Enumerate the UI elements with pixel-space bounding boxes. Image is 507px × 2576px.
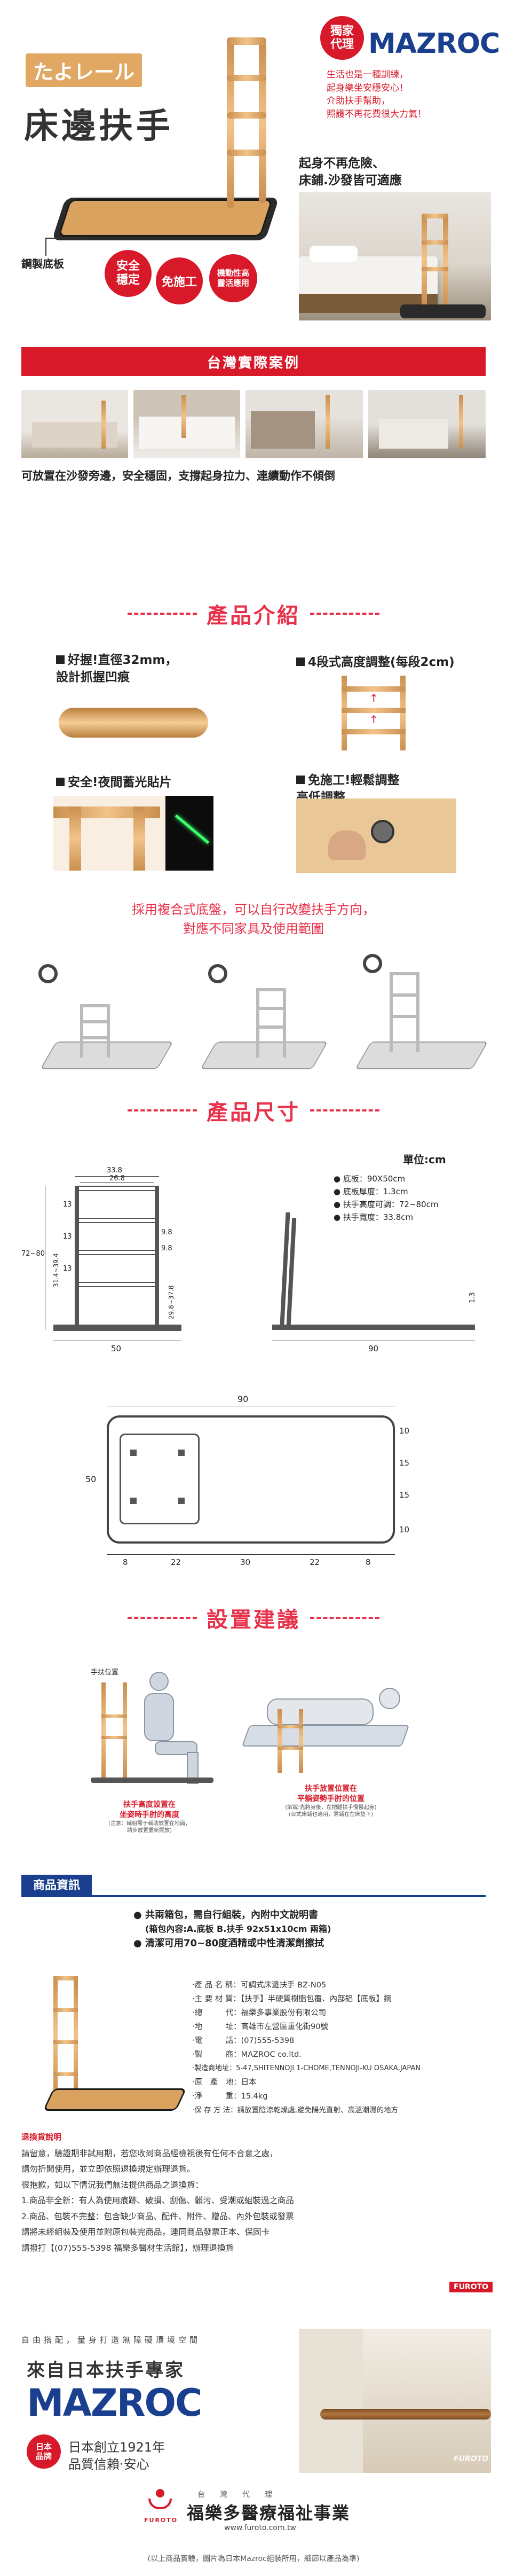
- badge-no-tools: 免施工: [156, 257, 203, 304]
- cases-caption: 可放置在沙發旁邊，安全穩固，支撐起身拉力、連續動作不傾倒: [21, 469, 335, 482]
- spec-list: ● 底板：90X50cm ● 底板厚度：1.3cm ● 扶手高度可調：72~80…: [334, 1174, 439, 1222]
- footer-handrail-photo: FUROTO: [299, 2329, 491, 2473]
- product-image: [48, 37, 279, 251]
- furoto-logo-icon: [144, 2489, 176, 2516]
- feature-height-label: 4段式高度調整(每段2cm): [296, 652, 455, 670]
- badge-mobile: 機動性高 靈活應用: [209, 254, 257, 302]
- product-title: 床邊扶手: [24, 107, 173, 146]
- info-bullets: ● 共兩箱包，需自行組裝，內附中文說明書 (箱包內容:A.底板 B.扶手 92x…: [133, 1909, 331, 1949]
- footer-section: 自由搭配，量身打造無障礙環境空間 來自日本扶手專家 MAZROC 日本 品牌 日…: [0, 2318, 507, 2576]
- base-note: 採用複合式底盤，可以自行改變扶手方向， 對應不同家具及使用範圍: [132, 902, 375, 936]
- hero-section: たよレール 床邊扶手 獨家 代理 MAZROC 生活也是一種訓練， 起身樂坐安穩…: [0, 0, 507, 336]
- feature-glow-label: 安全!夜間蓄光貼片: [56, 772, 172, 790]
- glow-image: [53, 796, 213, 871]
- return-title: 退換貨說明: [21, 2132, 62, 2142]
- bedroom-photo: [299, 192, 491, 320]
- case-photo-3: [245, 390, 363, 458]
- grip-tube-image: [59, 708, 208, 738]
- side-dimension-diagram: 90 1.3: [262, 1212, 486, 1373]
- cases-section: 台灣實際案例 可放置在沙發旁邊，安全穩固，支撐起身拉力、連續動作不傾倒: [0, 336, 507, 588]
- furoto-logo-text: FUROTO: [144, 2517, 178, 2524]
- setup-section: 設置建議 手扶位置 扶手高度設置在 坐姿時手肘的高度 (注意：輔組需于輔助放置在…: [0, 1586, 507, 1875]
- logo-jp: たよレール: [26, 53, 142, 87]
- lying-illustration: [241, 1666, 416, 1779]
- footer-slogan: 自由搭配，量身打造無障礙環境空間: [21, 2335, 201, 2345]
- furoto-tag: FUROTO: [449, 2282, 493, 2292]
- base-config-3: [347, 951, 491, 1079]
- return-policy: 請留意，驗證期非試用期，若您收到商品經檢視後有任何不合意之處， 請勿折開使用，並…: [21, 2149, 294, 2253]
- setup-caption-left: 扶手高度設置在 坐姿時手肘的高度 (注意：輔組需于輔助放置在地面， 請步放置重新…: [108, 1800, 191, 1834]
- footer-line1: 來自日本扶手專家: [27, 2360, 185, 2381]
- base-config-1: [32, 956, 174, 1079]
- top-dimension-diagram: 90 50 10 15 15 10 8 22 30 22 8: [85, 1394, 410, 1567]
- footer-quality: 品質信賴‧安心: [68, 2457, 149, 2472]
- setup-caption-right: 扶手放置位置在 平躺姿勢手肘的位置 (解說:先將身後，在把腿扶手慢慢起身) (日…: [285, 1784, 377, 1818]
- size-section: 產品尺寸 單位:cm ● 底板：90X50cm ● 底板厚度：1.3cm ● 扶…: [0, 1079, 507, 1586]
- feature-grip-label: 好握!直徑32mm， 設計抓握凹痕: [56, 653, 178, 685]
- no-tools-image: [296, 798, 456, 873]
- footer-founded: 日本創立1921年: [68, 2440, 165, 2455]
- info-product-image: [43, 1976, 187, 2120]
- company-name: 福樂多醫療福祉事業: [187, 2503, 351, 2523]
- intro-section: 產品介紹 好握!直徑32mm， 設計抓握凹痕 4段式高度調整(每段2cm) ↑ …: [0, 588, 507, 1079]
- info-section: 商品資訊 ● 共兩箱包，需自行組裝，內附中文說明書 (箱包內容:A.底板 B.扶…: [0, 1875, 507, 2318]
- intro-title: 產品介紹: [0, 598, 507, 629]
- case-photo-4: [368, 390, 486, 458]
- company-url: www.furoto.com.tw: [224, 2524, 296, 2532]
- headline: 起身不再危險、 床鋪.沙發皆可適應: [299, 156, 402, 188]
- agent-label: 台 灣 代 理: [197, 2491, 272, 2499]
- cases-title: 台灣實際案例: [21, 347, 486, 376]
- front-dimension-diagram: 33.8 26.8 13 13 13 9.8 9.8 72~80 31.4~39…: [21, 1164, 245, 1367]
- case-photo-2: [133, 390, 240, 458]
- disclaimer: (以上商品實驗，圖片為日本Mazroc組裝所用，細節以產品為準): [147, 2555, 360, 2563]
- exclusive-badge: 獨家 代理: [320, 16, 364, 60]
- info-tab: 商品資訊: [21, 1875, 486, 1897]
- base-label-pointer: [45, 238, 83, 256]
- tagline: 生活也是一種訓練， 起身樂坐安穩安心！ 介助扶手幫助， 照護不再花費很大力氣！: [327, 69, 426, 120]
- badge-safe: 安全 穩定: [105, 250, 152, 297]
- base-label: 鋼製底板: [21, 257, 64, 270]
- setup-title: 設置建議: [0, 1602, 507, 1633]
- unit-label: 單位:cm: [403, 1153, 446, 1166]
- size-title: 產品尺寸: [0, 1095, 507, 1126]
- footer-brand: MAZROC: [27, 2381, 202, 2425]
- case-photo-1: [21, 390, 128, 458]
- brand-logo: MAZROC: [368, 28, 500, 60]
- height-adjust-image: ↑ ↑: [342, 676, 406, 750]
- japan-brand-badge: 日本 品牌: [27, 2434, 61, 2469]
- sitting-illustration: 手扶位置: [80, 1666, 219, 1789]
- base-config-2: [192, 956, 331, 1079]
